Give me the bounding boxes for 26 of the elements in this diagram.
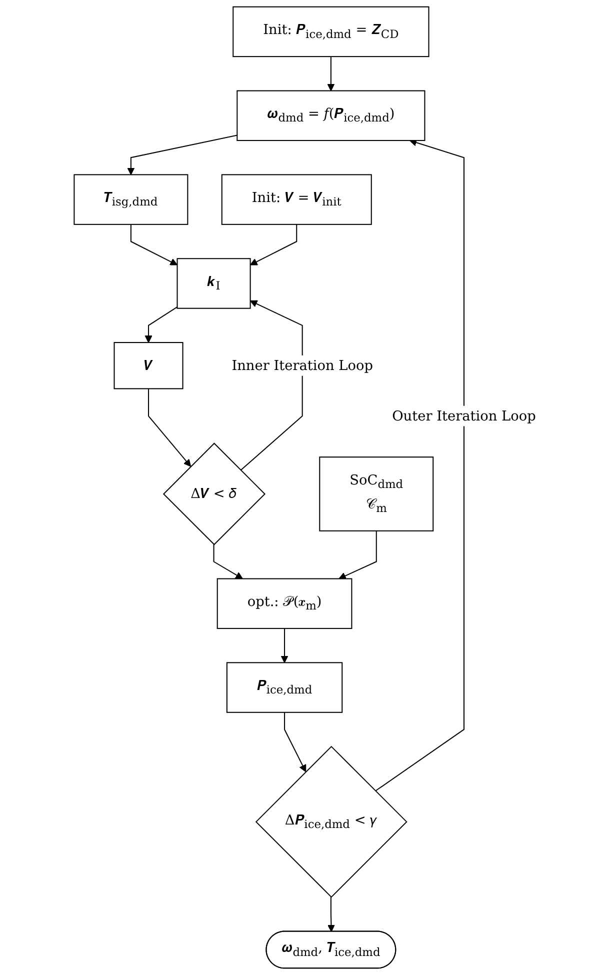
node-diamond: Δ𝑷$_{ice,dmd}$ < 𝛾 (256, 746, 408, 898)
node-diamond: Δ𝑽 < 𝛿 (163, 442, 266, 546)
node-box: 𝒌$_{I}$ (177, 258, 252, 309)
arrow (281, 628, 289, 663)
arrow (128, 134, 238, 176)
arrow (339, 530, 378, 580)
arrow (284, 712, 307, 772)
node-box: 𝑽 (114, 342, 184, 390)
arrow (145, 306, 178, 343)
node-box: Init: 𝑽 = 𝑽$_{init}$ (222, 174, 372, 225)
arrow (376, 138, 465, 792)
arrow (214, 544, 244, 580)
arrow (130, 224, 178, 266)
node-box: opt.: 𝒫(𝒙$_{m}$) (217, 578, 353, 629)
node-box: Init: 𝑷$_{ice,dmd}$ = 𝒁$_{CD}$ (233, 6, 430, 58)
node-box: 𝑻$_{isg,dmd}$ (74, 174, 189, 225)
node-box: SoC$_{dmd}$ 𝒞$_{m}$ (320, 456, 434, 532)
arrow (240, 300, 304, 471)
edge-label: Inner Iteration Loop (232, 357, 374, 374)
arrow (328, 897, 336, 932)
arrow (328, 56, 336, 92)
arrow (148, 388, 192, 467)
arrow (250, 224, 298, 266)
node-box: 𝑷$_{ice,dmd}$ (226, 662, 344, 713)
node-box: 𝝎$_{dmd}$ = 𝑓(𝑷$_{ice,dmd}$) (237, 90, 426, 141)
edge-label: Outer Iteration Loop (392, 407, 536, 424)
